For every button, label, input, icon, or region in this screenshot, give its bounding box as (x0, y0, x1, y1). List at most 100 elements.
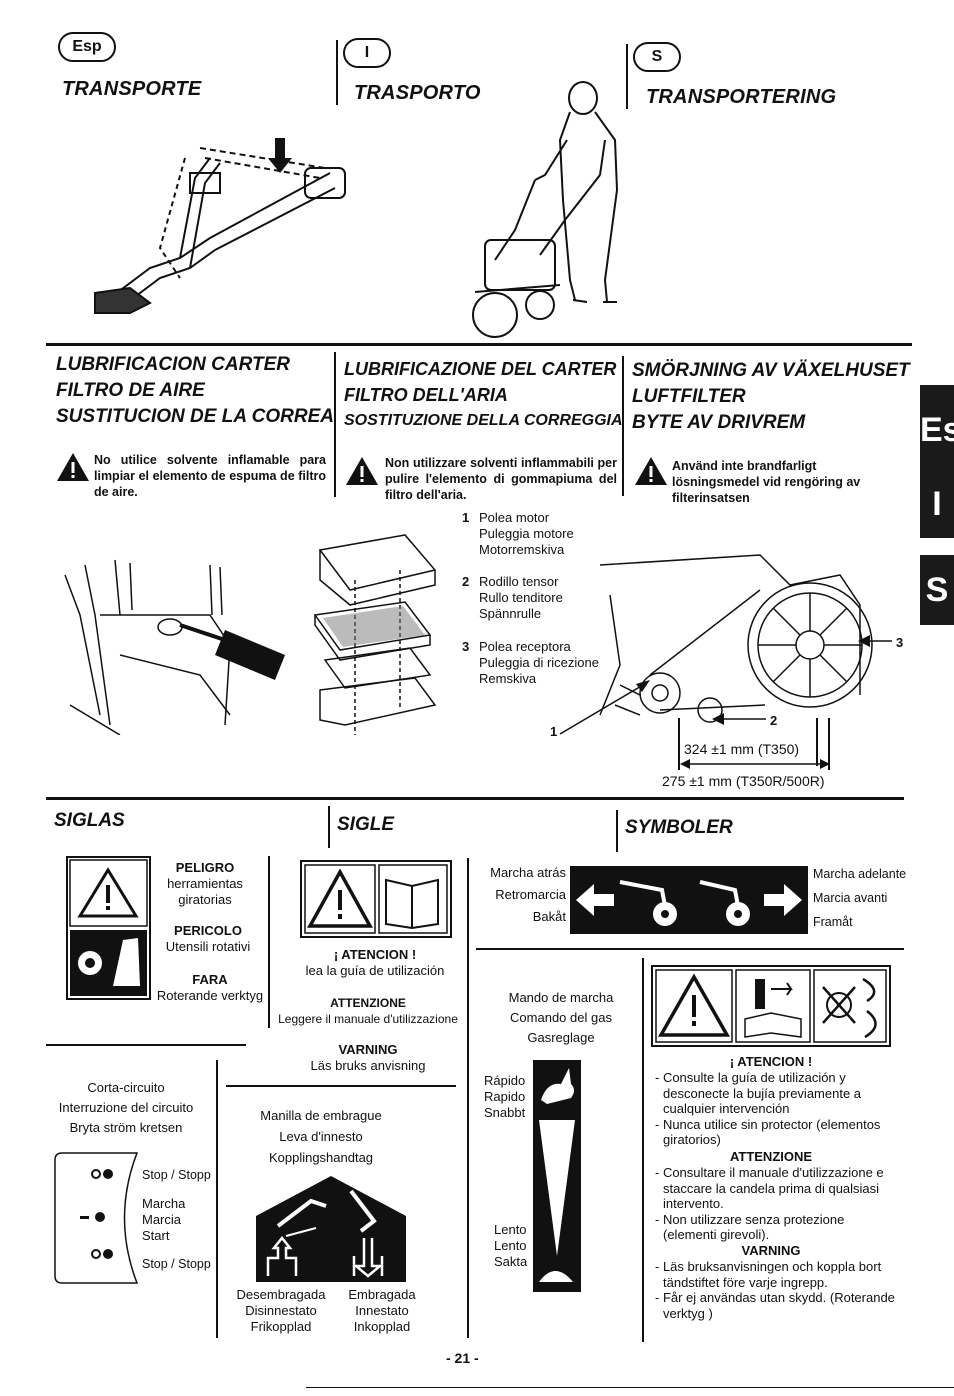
divider (626, 44, 628, 109)
divider (476, 948, 904, 950)
divider (642, 958, 644, 1342)
divider (216, 1060, 218, 1338)
part-name: Rullo tenditore (479, 590, 563, 605)
clutch-label-es: Manilla de embrague (260, 1108, 382, 1123)
slow-label-es: Lento (494, 1222, 527, 1237)
warning-triangle-icon (346, 457, 378, 485)
fast-labels: Rápido Rapido Snabbt (484, 1073, 525, 1121)
service-text-it: - Consultare il manuale d'utilizzazione … (655, 1165, 897, 1243)
section-title-es: LUBRIFICACION CARTER FILTRO DE AIRE SUST… (56, 352, 334, 430)
part-list-item: Rodillo tensor Rullo tenditore Spännrull… (479, 574, 563, 622)
section-title-it: LUBRIFICAZIONE DEL CARTER FILTRO DELL'AR… (344, 356, 623, 434)
title-line: LUBRIFICACION CARTER (56, 354, 290, 375)
gear-direction-symbol (570, 866, 808, 934)
part-list-item: Polea receptora Puleggia di ricezione Re… (479, 639, 599, 687)
section-title-siglas: SIGLAS (54, 810, 125, 831)
forward-label-it: Marcia avanti (813, 891, 888, 905)
divider (226, 1085, 456, 1087)
air-filter-exploded-illustration (313, 534, 437, 735)
warning-text-it: Non utilizzare solventi inflammabili per… (385, 456, 617, 502)
run-label-sv: Start (142, 1228, 170, 1243)
page-number: - 21 - (446, 1350, 479, 1366)
clutch-on-labels: Embragada Innestato Inkopplad (338, 1287, 426, 1335)
service-line: - Consultare il manuale d'utilizzazione … (655, 1165, 884, 1211)
callout-label-3: 3 (896, 635, 904, 650)
circuit-label-es: Corta-circuito (87, 1080, 165, 1095)
ignition-switch-symbol (54, 1152, 139, 1284)
title-transport-es: TRANSPORTE (62, 78, 202, 100)
divider (328, 806, 330, 848)
service-line: - Nunca utilice sin protector (elementos… (655, 1116, 881, 1148)
danger-text: PELIGRO herramientas giratorias (155, 860, 255, 908)
title-line: SOSTITUZIONE DELLA CORREGGIA (344, 412, 623, 429)
fast-label-es: Rápido (484, 1073, 526, 1088)
part-name: Puleggia di ricezione (479, 655, 599, 670)
circuit-labels: Corta-circuito Interruzione del circuito… (40, 1078, 212, 1138)
clutch-on-it: Innestato (355, 1303, 409, 1318)
divider (336, 40, 338, 105)
danger-text-es: giratorias (178, 892, 232, 907)
clutch-on-es: Embragada (348, 1287, 416, 1302)
part-name: Polea receptora (479, 639, 571, 654)
service-line: - Non utilizzare senza protezione (eleme… (655, 1211, 845, 1243)
circuit-label-sv: Bryta ström kretsen (69, 1120, 183, 1135)
reverse-label-es: Marcha atrás (490, 865, 566, 880)
read-manual-symbol (300, 860, 452, 938)
manual-text-sv: Läs bruks anvisning (310, 1058, 426, 1073)
clutch-labels: Manilla de embrague Leva d'innesto Koppl… (226, 1105, 416, 1168)
title-transport-sv: TRANSPORTERING (646, 86, 837, 108)
part-name: Puleggia motore (479, 526, 574, 541)
danger-text: FARA Roterande verktyg (156, 972, 264, 1004)
danger-heading-es: PELIGRO (175, 860, 235, 875)
service-heading-it: ATTENZIONE (729, 1149, 813, 1164)
person-with-tiller-illustration (472, 81, 619, 338)
footer-rule (306, 1387, 954, 1388)
manual-heading-sv: VARNING (338, 1042, 398, 1057)
dim-line (816, 718, 818, 766)
reverse-labels: Marcha atrás Retromarcia Bakåt (478, 862, 566, 928)
service-text-es: - Consulte la guía de utilización y desc… (655, 1070, 897, 1148)
lang-badge-it: I (343, 38, 391, 68)
dim-line (678, 718, 680, 770)
service-heading-es: ¡ ATENCION ! (729, 1054, 813, 1069)
tab-es: Es (920, 385, 954, 475)
tab-it: I (920, 470, 954, 538)
run-label-es: Marcha (142, 1196, 186, 1211)
manual-text: VARNING Läs bruks anvisning (270, 1042, 466, 1074)
divider (467, 858, 469, 1338)
oil-fill-illustration (64, 559, 285, 735)
divider (334, 352, 336, 497)
dim-line (828, 718, 830, 770)
danger-text-es: herramientas (167, 876, 243, 891)
title-line: LUFTFILTER (632, 386, 746, 407)
title-line: BYTE AV DRIVREM (632, 412, 806, 433)
clutch-label-it: Leva d'innesto (279, 1129, 363, 1144)
warning-triangle-icon (635, 457, 667, 485)
stop-label: Stop / Stopp (142, 1168, 211, 1182)
warning-text-sv: Använd inte brandfarligt lösningsmedel v… (672, 459, 861, 505)
reverse-label-it: Retromarcia (495, 887, 566, 902)
manual-heading-es: ¡ ATENCION ! (333, 947, 417, 962)
service-heading-sv: VARNING (741, 1243, 801, 1258)
forward-label-sv: Framåt (813, 915, 853, 929)
stop-label: Stop / Stopp (142, 1257, 211, 1271)
lang-badge-sv: S (633, 42, 681, 72)
fast-label-it: Rapido (484, 1089, 526, 1104)
callout-label-1: 1 (550, 724, 558, 739)
manual-text-es: lea la guía de utilización (305, 963, 445, 978)
callout-arrow-1 (559, 680, 650, 735)
service-warning-symbol (651, 965, 891, 1047)
part-name: Spännrulle (479, 606, 542, 621)
callout-arrow-3 (858, 635, 892, 647)
title-line: FILTRO DELL'ARIA (344, 385, 508, 405)
callout-arrow-2 (712, 713, 766, 725)
throttle-symbol (533, 1060, 581, 1292)
rabbit-icon (541, 1068, 574, 1104)
handlebar-fold-illustration (94, 138, 346, 314)
throttle-label-sv: Gasreglage (527, 1030, 595, 1045)
clutch-on-sv: Inkopplad (353, 1319, 411, 1334)
part-name: Rodillo tensor (479, 574, 559, 589)
fast-label-sv: Snabbt (484, 1105, 526, 1120)
run-label-it: Marcia (142, 1212, 182, 1227)
title-line: SUSTITUCION DE LA CORREA (56, 406, 334, 427)
